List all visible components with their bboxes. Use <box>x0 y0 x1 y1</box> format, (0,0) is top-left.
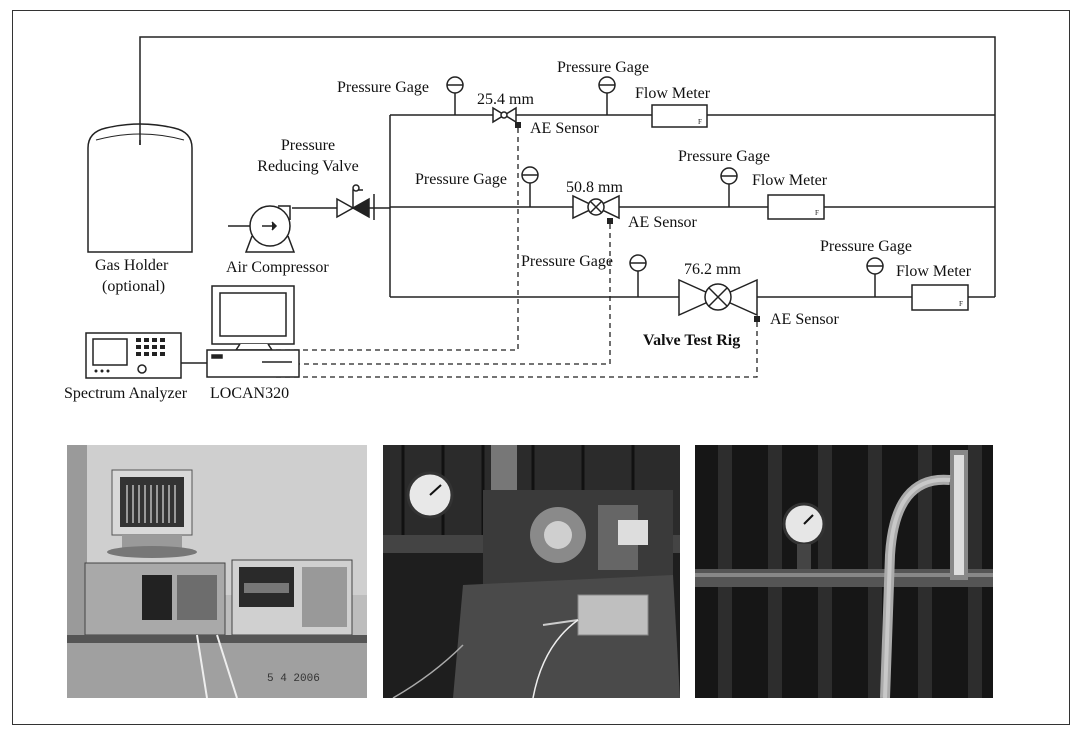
pressure-gage-icon-2b <box>721 168 737 207</box>
pressure-gage-icon-3b <box>867 258 883 297</box>
valve-test-schematic: Gas Holder (optional) Air Compressor Pre… <box>0 0 1079 440</box>
ae-sensor-icon-3 <box>754 316 760 322</box>
ae-sensor-icon-2 <box>607 218 613 224</box>
test-rig-photo <box>383 445 680 698</box>
valve-size-label-1: 25.4 mm <box>477 91 534 108</box>
valve-size-label-3: 76.2 mm <box>684 261 741 278</box>
ae-sensor-label-2: AE Sensor <box>628 214 698 231</box>
pressure-gage-label-3a: Pressure Gage <box>521 253 613 270</box>
air-compressor-label: Air Compressor <box>226 259 329 276</box>
gas-holder-sublabel: (optional) <box>102 278 165 295</box>
locan320-label: LOCAN320 <box>210 385 289 402</box>
ae-sensor-label-1: AE Sensor <box>530 120 600 137</box>
pressure-gage-label-3b: Pressure Gage <box>820 238 912 255</box>
valve-icon-2 <box>573 196 619 218</box>
pressure-gage-label-1b: Pressure Gage <box>557 59 649 76</box>
svg-text:F: F <box>815 209 819 217</box>
flow-meter-label-2: Flow Meter <box>752 172 828 189</box>
svg-text:F: F <box>698 118 702 126</box>
prv-label-line2: Reducing Valve <box>257 158 358 175</box>
pressure-gage-icon-2a <box>522 167 538 207</box>
valve-icon-3 <box>679 280 757 315</box>
valve-test-rig-label: Valve Test Rig <box>643 332 740 349</box>
flow-meter-label-3: Flow Meter <box>896 263 972 280</box>
ae-sensor-label-3: AE Sensor <box>770 311 840 328</box>
locan320-computer-icon <box>207 286 299 377</box>
pressure-gage-label-1a: Pressure Gage <box>337 79 429 96</box>
svg-text:F: F <box>959 300 963 308</box>
spectrum-analyzer-label: Spectrum Analyzer <box>64 385 188 402</box>
pressure-gage-icon-3a <box>630 255 646 297</box>
ae-sensor-icon-1 <box>515 122 521 128</box>
pressure-reducing-valve-icon <box>337 185 374 220</box>
valve-icon-1 <box>493 108 516 122</box>
pressure-gage-label-2a: Pressure Gage <box>415 171 507 188</box>
valve-size-label-2: 50.8 mm <box>566 179 623 196</box>
flow-meter-photo <box>695 445 993 698</box>
pressure-gage-icon-1a <box>447 77 463 115</box>
air-compressor-icon <box>246 206 294 252</box>
gas-holder-label: Gas Holder <box>95 257 169 274</box>
pressure-gage-icon-1b <box>599 77 615 115</box>
instrumentation-photo: 5 4 2006 <box>67 445 367 698</box>
flow-meter-label-1: Flow Meter <box>635 85 711 102</box>
photo-date-stamp: 5 4 2006 <box>267 673 320 685</box>
prv-label-line1: Pressure <box>281 137 335 154</box>
pressure-gage-label-2b: Pressure Gage <box>678 148 770 165</box>
spectrum-analyzer-icon <box>86 333 181 378</box>
